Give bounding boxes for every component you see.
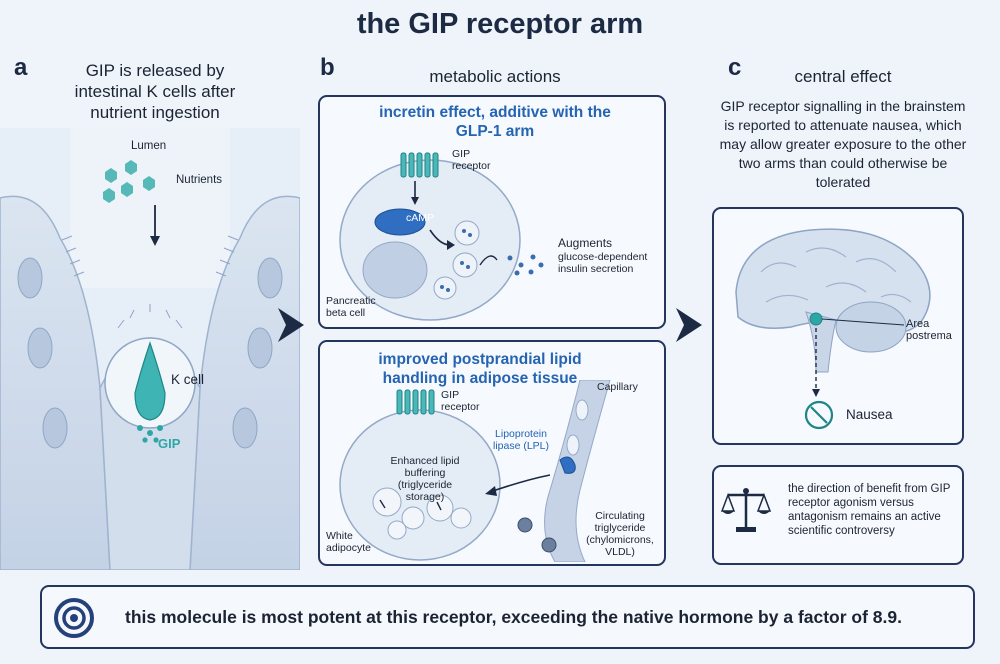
area-postrema-label: Area postrema [906, 318, 952, 342]
capillary-label: Capillary [597, 381, 638, 393]
brain-illustration [735, 228, 931, 430]
panel-c-letter: c [728, 54, 742, 81]
pancreatic-beta-cell-label: Pancreatic beta cell [326, 295, 376, 319]
augments-detail-label: glucose-dependent insulin secretion [558, 251, 648, 275]
panel-a-letter: a [14, 54, 28, 81]
footer-text: this molecule is most potent at this rec… [125, 607, 902, 627]
panel-b-heading: metabolic actions [429, 67, 561, 86]
gip-receptor-bottom-label: GIP receptor [441, 389, 480, 413]
page-title: the GIP receptor arm [356, 8, 644, 40]
arrow-a-to-b-icon [278, 308, 304, 342]
controversy-box [712, 465, 964, 565]
target-icon [54, 598, 94, 638]
lumen-label: Lumen [131, 140, 167, 152]
nausea-label: Nausea [846, 407, 893, 422]
nutrients-hexagons [103, 160, 160, 246]
incretin-effect-title: incretin effect, additive with the GLP-1… [379, 104, 611, 140]
controversy-text: the direction of benefit from GIP recept… [788, 483, 951, 537]
white-adipocyte-label: White adipocyte [326, 530, 371, 554]
balance-scale-icon [720, 488, 772, 532]
footer-box [40, 585, 975, 649]
lipid-buffering-label: Enhanced lipid buffering (triglyceride s… [390, 455, 460, 503]
nutrients-label: Nutrients [176, 174, 223, 186]
lipid-handling-title: improved postprandial lipid handling in … [378, 351, 582, 387]
circulating-triglyceride-label: Circulating triglyceride (chylomicrons, … [586, 510, 654, 558]
gip-receptor-top-label: GIP receptor [452, 148, 491, 172]
k-cell-label: K cell [171, 372, 205, 387]
intestinal-villus-illustration [0, 128, 300, 570]
camp-label: cAMP [405, 212, 434, 224]
panel-a-heading: GIP is released by intestinal K cells af… [74, 61, 236, 122]
lpl-label: Lipoprotein lipase (LPL) [492, 428, 550, 452]
augments-label: Augments [558, 236, 613, 250]
gip-label: GIP [158, 436, 181, 451]
central-effect-description: GIP receptor signalling in the brainstem… [719, 98, 967, 190]
beta-cell-illustration [339, 152, 544, 321]
panel-c-heading: central effect [794, 67, 892, 86]
panel-b-letter: b [320, 54, 335, 81]
arrow-b-to-c-icon [676, 308, 702, 342]
adipocyte-illustration [339, 380, 611, 562]
